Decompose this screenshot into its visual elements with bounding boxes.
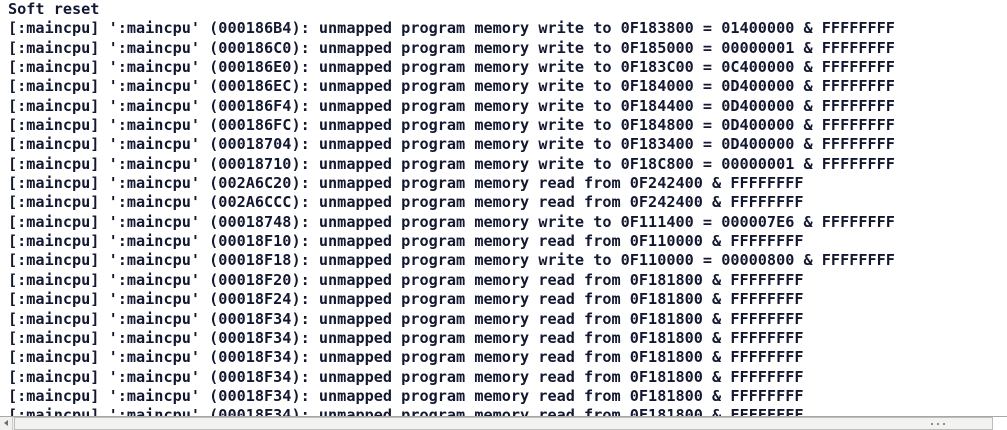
scrollbar-thumb[interactable] [14,417,993,430]
log-line: [:maincpu] ':maincpu' (000186EC): unmapp… [8,77,895,96]
log-line: [:maincpu] ':maincpu' (00018F34): unmapp… [8,348,804,367]
grip-dots-icon [931,423,945,426]
log-line: [:maincpu] ':maincpu' (002A6C20): unmapp… [8,174,804,193]
log-line: [:maincpu] ':maincpu' (00018710): unmapp… [8,154,895,173]
log-line: [:maincpu] ':maincpu' (00018F18): unmapp… [8,251,895,270]
log-output-view[interactable]: Soft reset[:maincpu] ':maincpu' (000186B… [0,0,1007,419]
horizontal-scrollbar[interactable] [0,416,1007,430]
log-line: [:maincpu] ':maincpu' (00018F20): unmapp… [8,270,804,289]
left-arrow-icon [4,420,8,426]
log-line: [:maincpu] ':maincpu' (00018F24): unmapp… [8,290,804,309]
log-line: [:maincpu] ':maincpu' (000186FC): unmapp… [8,116,895,135]
log-line: [:maincpu] ':maincpu' (000186B4): unmapp… [8,19,895,38]
log-line: [:maincpu] ':maincpu' (002A6CCC): unmapp… [8,193,804,212]
log-line: [:maincpu] ':maincpu' (00018F10): unmapp… [8,232,804,251]
log-line: [:maincpu] ':maincpu' (000186F4): unmapp… [8,96,895,115]
log-line: [:maincpu] ':maincpu' (000186C0): unmapp… [8,38,895,57]
log-line-list: Soft reset[:maincpu] ':maincpu' (000186B… [8,0,895,419]
log-line: [:maincpu] ':maincpu' (00018F34): unmapp… [8,328,804,347]
log-line: [:maincpu] ':maincpu' (00018F34): unmapp… [8,309,804,328]
log-line: [:maincpu] ':maincpu' (00018F34): unmapp… [8,367,804,386]
log-line: [:maincpu] ':maincpu' (00018F34): unmapp… [8,406,804,419]
log-line: [:maincpu] ':maincpu' (000186E0): unmapp… [8,58,895,77]
log-line: [:maincpu] ':maincpu' (00018F34): unmapp… [8,386,804,405]
log-line: [:maincpu] ':maincpu' (00018748): unmapp… [8,212,895,231]
scroll-left-button[interactable] [0,417,13,430]
status-line: Soft reset [8,0,100,18]
scrollbar-track[interactable] [14,417,1007,430]
log-line: [:maincpu] ':maincpu' (00018704): unmapp… [8,135,895,154]
